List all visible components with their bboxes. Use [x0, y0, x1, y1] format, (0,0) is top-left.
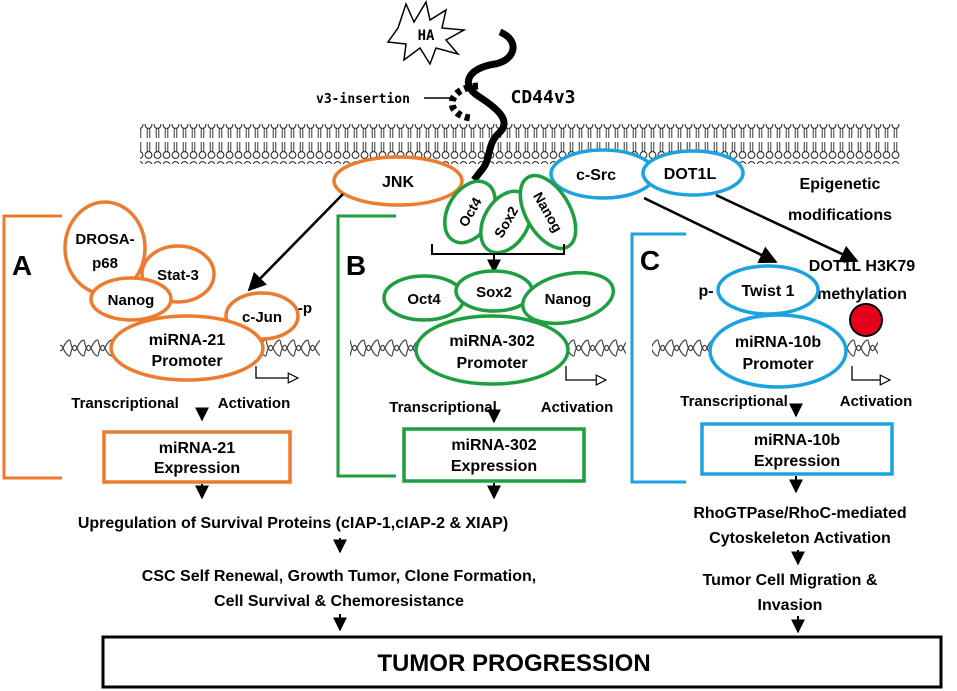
panel-a-letter: A	[12, 250, 32, 281]
jnk-label: JNK	[382, 174, 414, 191]
svg-text:Promoter: Promoter	[151, 353, 222, 370]
csrc-label: c-Src	[576, 167, 616, 184]
mirna10b-expression-box	[700, 422, 894, 476]
jnk-kinase	[332, 155, 464, 207]
panel-c-bracket	[630, 232, 686, 484]
svg-text:Nanog: Nanog	[545, 291, 592, 308]
panel-a-bracket	[2, 214, 62, 480]
panel-c-letter: C	[640, 245, 660, 276]
upregulation-text: Upregulation of Survival Proteins (cIAP-…	[78, 515, 508, 532]
epigenetic-line2: modifications	[788, 207, 892, 224]
svg-text:DOT1L H3K79: DOT1L H3K79	[809, 258, 916, 275]
svg-text:Stat-3: Stat-3	[157, 267, 199, 284]
panel-b-letter: B	[346, 250, 366, 281]
dot1l-label: DOT1L	[664, 166, 717, 183]
outcomes-left: Upregulation of Survival Proteins (cIAP-…	[78, 515, 536, 632]
svg-text:Nanog: Nanog	[108, 292, 155, 309]
nanog-a	[89, 276, 173, 322]
svg-text:Promoter: Promoter	[456, 355, 527, 372]
cell-membrane	[140, 124, 900, 164]
svg-text:Expression: Expression	[754, 453, 840, 470]
rho-text-line2: Cytoskeleton Activation	[709, 530, 891, 547]
mirna21-promoter	[109, 314, 265, 382]
svg-text:miRNA-21: miRNA-21	[159, 440, 236, 457]
dot1l-enzyme	[641, 149, 745, 197]
svg-text:Transcriptional: Transcriptional	[71, 395, 179, 412]
svg-text:p-: p-	[698, 283, 713, 300]
v3-insertion-label: v3-insertion	[316, 92, 410, 107]
svg-text:c-Jun: c-Jun	[242, 309, 282, 326]
ha-ligand-starburst	[386, 0, 467, 66]
svg-text:Activation: Activation	[218, 395, 291, 412]
methylation-mark	[849, 303, 883, 337]
svg-text:Twist 1: Twist 1	[741, 283, 794, 300]
panel-b-bracket	[336, 214, 396, 478]
rho-text-line1: RhoGTPase/RhoC-mediated	[693, 505, 906, 522]
panel-a: DROSA- p68 Stat-3 Nanog c-Jun -p miRNA-2…	[60, 200, 320, 500]
csc-text-line2: Cell Survival & Chemoresistance	[214, 593, 464, 610]
svg-text:Activation: Activation	[840, 393, 913, 410]
svg-text:Promoter: Promoter	[742, 356, 813, 373]
svg-text:miRNA-302: miRNA-302	[451, 437, 536, 454]
mirna302-promoter	[414, 314, 570, 386]
svg-text:miRNA-302: miRNA-302	[449, 333, 534, 350]
migration-text-line2: Invasion	[758, 597, 823, 614]
svg-text:Expression: Expression	[451, 458, 537, 475]
svg-text:Transcriptional: Transcriptional	[680, 393, 788, 410]
svg-text:methylation: methylation	[817, 286, 907, 303]
csc-text-line1: CSC Self Renewal, Growth Tumor, Clone Fo…	[142, 568, 536, 585]
svg-text:miRNA-10b: miRNA-10b	[735, 334, 821, 351]
mirna10b-promoter	[708, 313, 848, 389]
svg-text:Transcriptional: Transcriptional	[389, 399, 497, 416]
svg-text:-p: -p	[298, 300, 312, 317]
cd44v3-receptor: HA v3-insertion CD44v3	[316, 0, 576, 183]
svg-text:miRNA-21: miRNA-21	[149, 332, 226, 349]
outcomes-right: RhoGTPase/RhoC-mediated Cytoskeleton Act…	[693, 505, 907, 634]
tumor-progression-box	[101, 635, 943, 689]
svg-text:Sox2: Sox2	[476, 284, 512, 301]
svg-text:Expression: Expression	[154, 460, 240, 477]
panel-b: Oct4 Sox2 Nanog Oct4 Sox2 Nanog miRNA-30…	[350, 173, 626, 500]
migration-text-line1: Tumor Cell Migration &	[703, 572, 878, 589]
ha-label: HA	[418, 28, 435, 44]
mirna302-expression-box	[402, 427, 586, 483]
tumor-progression-label: TUMOR PROGRESSION	[377, 650, 650, 677]
signal-arrows	[247, 193, 859, 292]
svg-text:DROSA-: DROSA-	[75, 231, 134, 248]
svg-text:p68: p68	[92, 255, 118, 272]
panel-c: DOT1L H3K79 methylation p- Twist 1 miRNA…	[652, 258, 916, 494]
nanog-b	[520, 270, 616, 326]
nanog-upper	[518, 173, 578, 251]
svg-text:Oct4: Oct4	[407, 291, 441, 308]
svg-text:Activation: Activation	[541, 399, 614, 416]
epigenetic-line1: Epigenetic	[800, 176, 881, 193]
svg-text:miRNA-10b: miRNA-10b	[754, 432, 840, 449]
cd44v3-label: CD44v3	[510, 87, 575, 108]
mirna21-expression-box	[102, 430, 292, 484]
